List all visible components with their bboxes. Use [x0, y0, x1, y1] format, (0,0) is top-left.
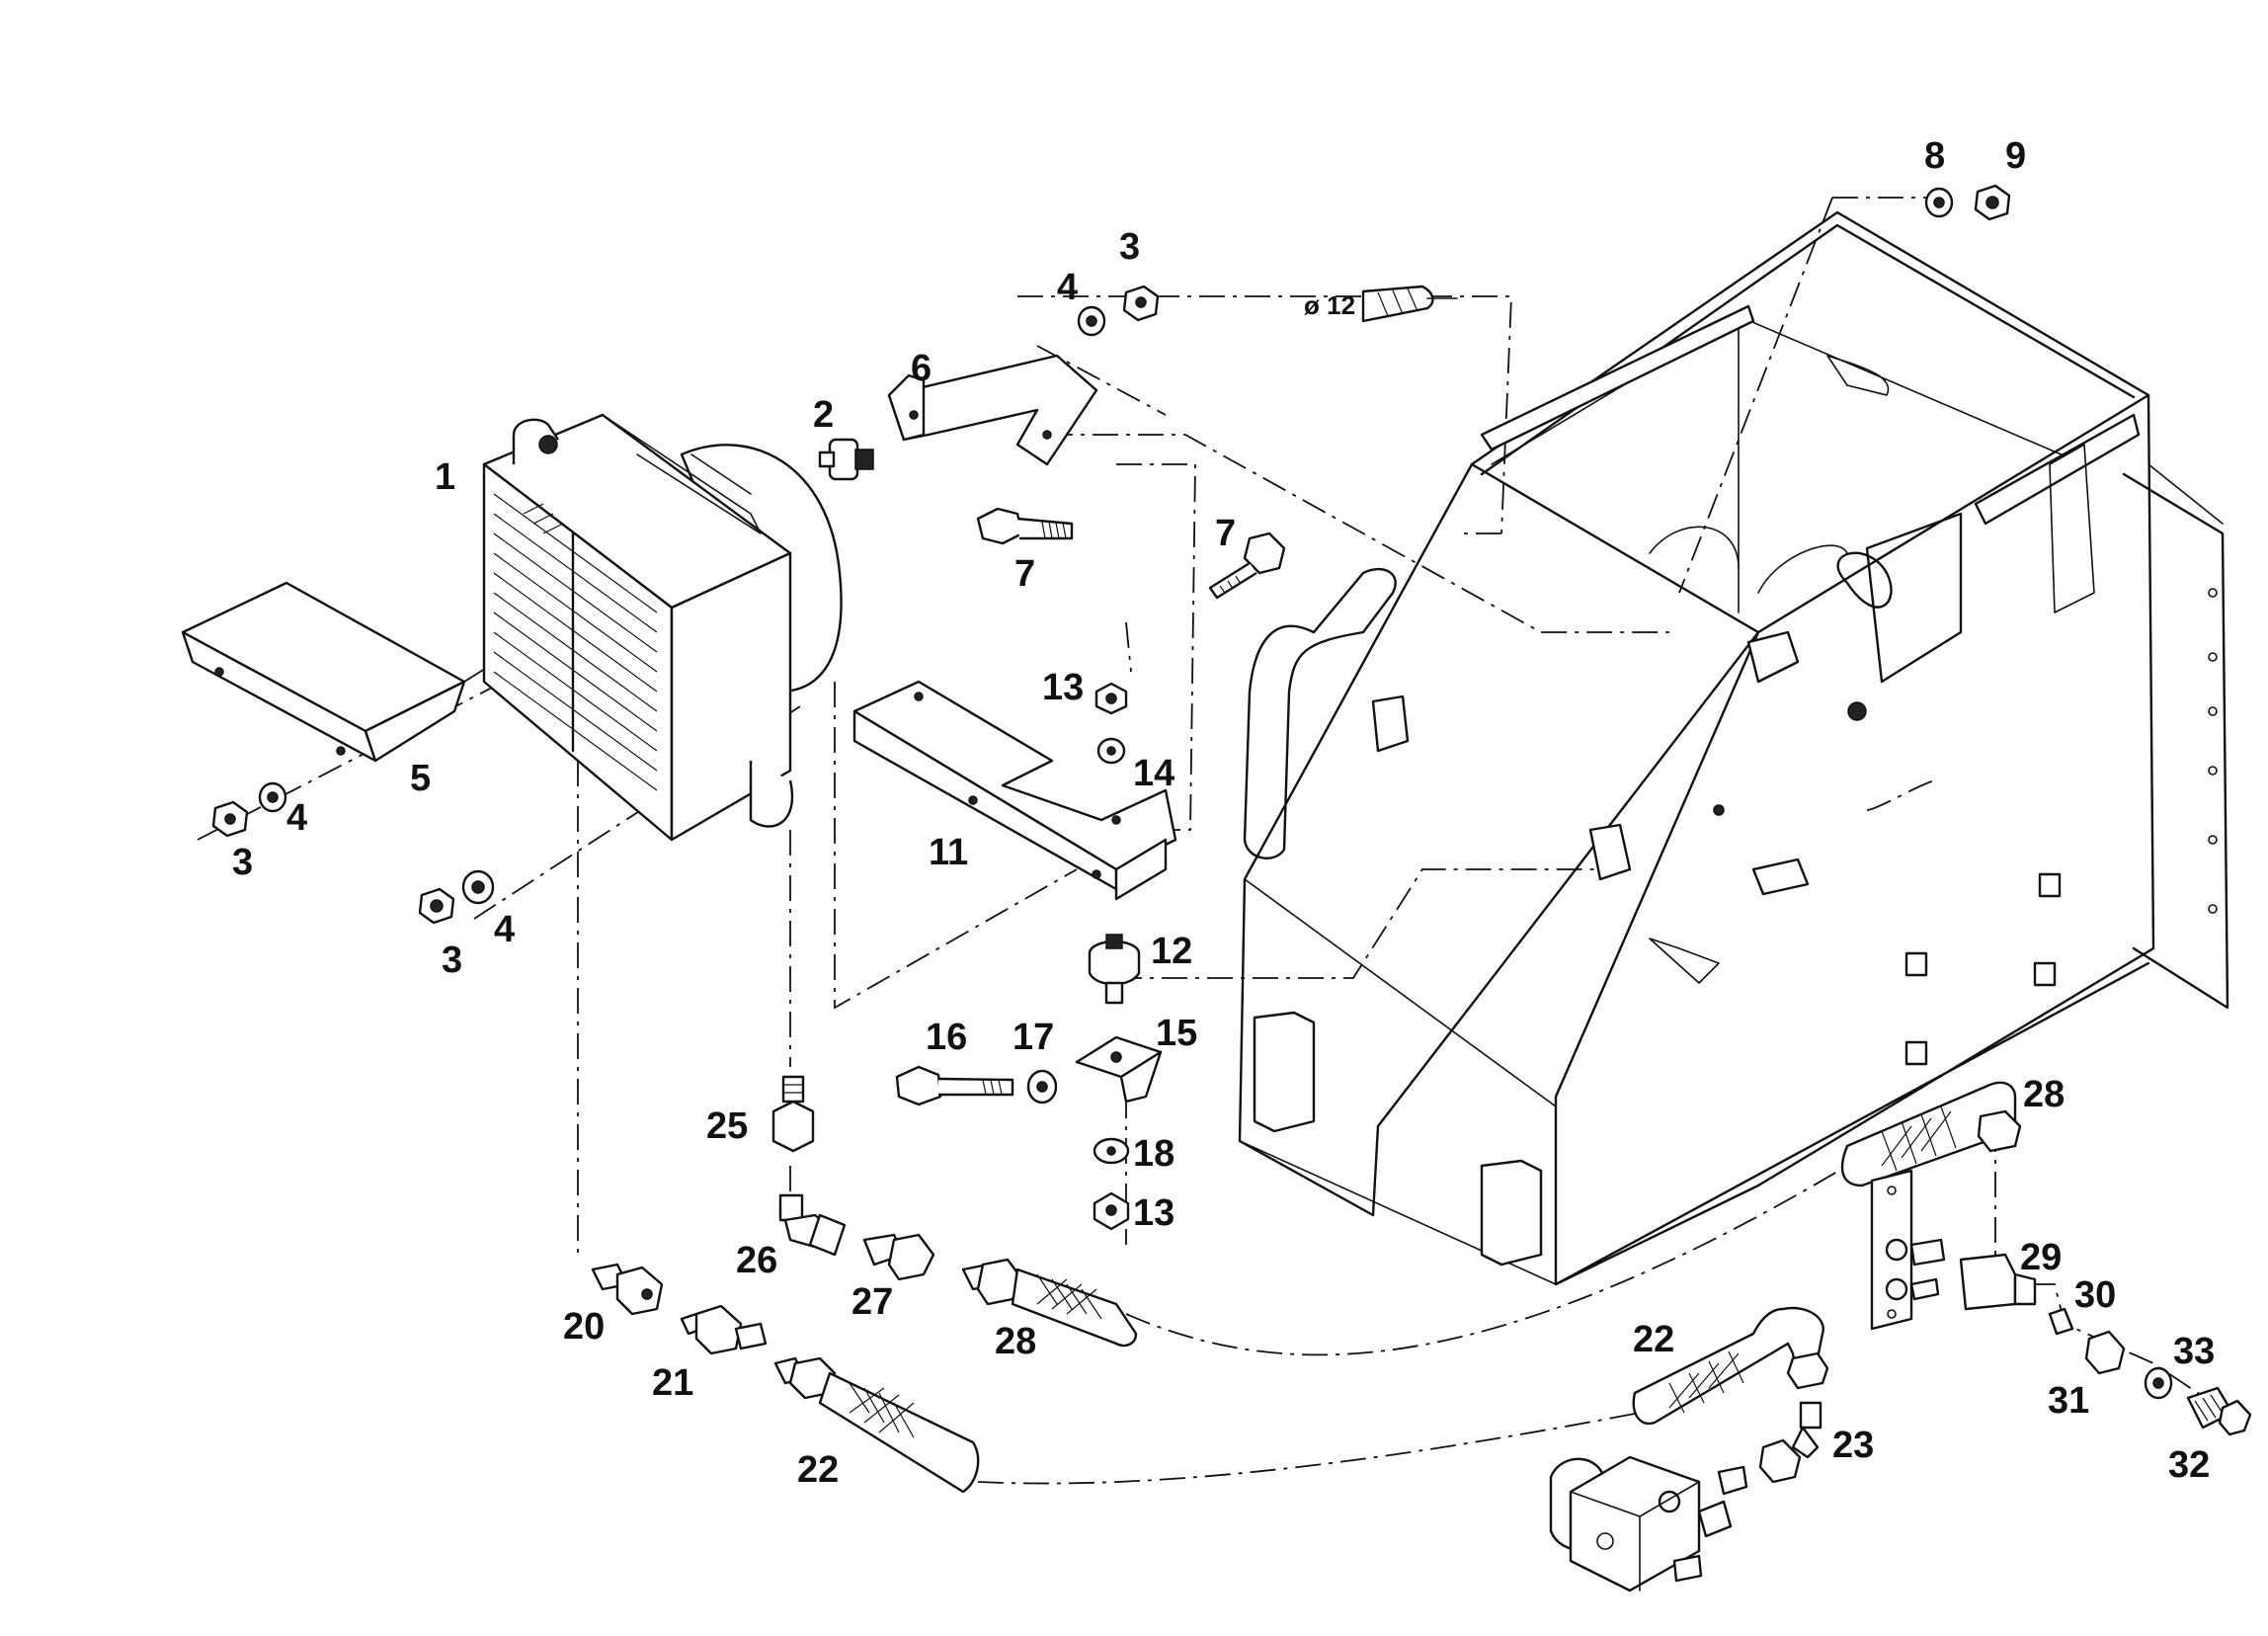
callout-2: 2: [813, 394, 834, 436]
callout-31: 31: [2048, 1380, 2089, 1422]
callout-23: 23: [1832, 1425, 1874, 1466]
nut-9: [1974, 184, 2011, 221]
fitting-25: [771, 1075, 815, 1153]
callout-15: 15: [1156, 1013, 1197, 1054]
callout-22-right: 22: [1633, 1319, 1674, 1360]
callout-7-right: 7: [1215, 513, 1236, 554]
bolt-7-left: [976, 507, 1074, 545]
drill-icon: [1361, 285, 1458, 323]
elbow-23: [1758, 1401, 1822, 1484]
callout-28-upper: 28: [2023, 1074, 2065, 1115]
hose-22-left: [773, 1356, 980, 1494]
hydraulic-pump: [1549, 1455, 1748, 1593]
washer-14: [1096, 737, 1126, 765]
fitting-27: [862, 1233, 935, 1281]
bracket-5: [181, 581, 466, 763]
callout-20: 20: [563, 1306, 605, 1348]
callout-13-top: 13: [1042, 667, 1084, 708]
callout-22-left: 22: [797, 1449, 839, 1491]
callout-26: 26: [736, 1240, 777, 1281]
nut-13-top: [1094, 682, 1128, 715]
callout-8: 8: [1924, 135, 1945, 177]
callout-labels: ø 12 1 2 3 4 3 4 3 4 5 6 7 7 8 9 11 12 1…: [232, 135, 2215, 1491]
nut-3-bottom: [418, 887, 455, 925]
callout-18: 18: [1133, 1133, 1174, 1175]
callout-33: 33: [2173, 1331, 2215, 1372]
callout-3-left: 3: [232, 842, 253, 883]
angle-bracket-15: [1075, 1035, 1163, 1104]
washer-4-top: [1077, 305, 1106, 337]
callout-3-top: 3: [1119, 226, 1140, 268]
bolt-7-right: [1208, 532, 1286, 600]
hose-22-right: [1632, 1306, 1829, 1426]
callout-28-lower: 28: [995, 1321, 1036, 1362]
fitting-30-31: [2048, 1307, 2126, 1375]
hose-28-upper: [1840, 1081, 2022, 1187]
callout-17: 17: [1012, 1017, 1054, 1058]
callout-16: 16: [926, 1017, 967, 1058]
rubber-mount-2: [818, 438, 874, 481]
callout-11: 11: [929, 832, 968, 873]
callout-3-bottom: 3: [442, 940, 462, 981]
callout-5: 5: [410, 758, 431, 799]
callout-12: 12: [1151, 931, 1192, 972]
hose-28-lower: [961, 1258, 1138, 1348]
fitting-21: [680, 1304, 768, 1355]
washer-33: [2144, 1366, 2173, 1400]
callout-29: 29: [2020, 1237, 2062, 1278]
washer-18: [1093, 1137, 1130, 1165]
bolt-16: [895, 1065, 1014, 1106]
oil-cooler: [482, 413, 843, 842]
callout-4-top: 4: [1057, 267, 1078, 308]
machine-housing: [1238, 210, 2229, 1286]
valve-plate-29: [1870, 1169, 2037, 1331]
flange-bolt-icons: [2208, 588, 2218, 914]
fitting-20: [591, 1263, 664, 1316]
bracket-6: [887, 354, 1098, 466]
callout-7-left: 7: [1014, 553, 1035, 595]
washer-4-left: [258, 781, 287, 813]
callout-4-left: 4: [286, 797, 307, 839]
callout-27: 27: [851, 1281, 893, 1323]
nut-3-left: [211, 800, 249, 838]
callout-13-bottom: 13: [1133, 1192, 1174, 1234]
drill-diameter-label: ø 12: [1304, 290, 1355, 320]
nut-13-bottom: [1093, 1191, 1130, 1231]
plug-32: [2186, 1386, 2252, 1436]
bracket-11: [852, 680, 1177, 901]
washer-8: [1924, 187, 1954, 218]
callout-9: 9: [2005, 135, 2026, 177]
callout-14: 14: [1133, 753, 1174, 794]
callout-6: 6: [911, 348, 932, 389]
callout-25: 25: [706, 1105, 748, 1147]
cooler-fins: [493, 493, 658, 791]
elbow-26: [778, 1193, 847, 1257]
callout-32: 32: [2168, 1444, 2210, 1486]
antivibration-mount-12: [1088, 934, 1141, 1005]
callout-30: 30: [2074, 1274, 2116, 1316]
washer-17: [1026, 1069, 1058, 1104]
nut-3-top: [1122, 285, 1160, 322]
washer-4-bottom: [461, 869, 495, 905]
callout-21: 21: [652, 1362, 693, 1404]
callout-1: 1: [435, 456, 455, 498]
callout-4-bottom: 4: [494, 909, 515, 950]
